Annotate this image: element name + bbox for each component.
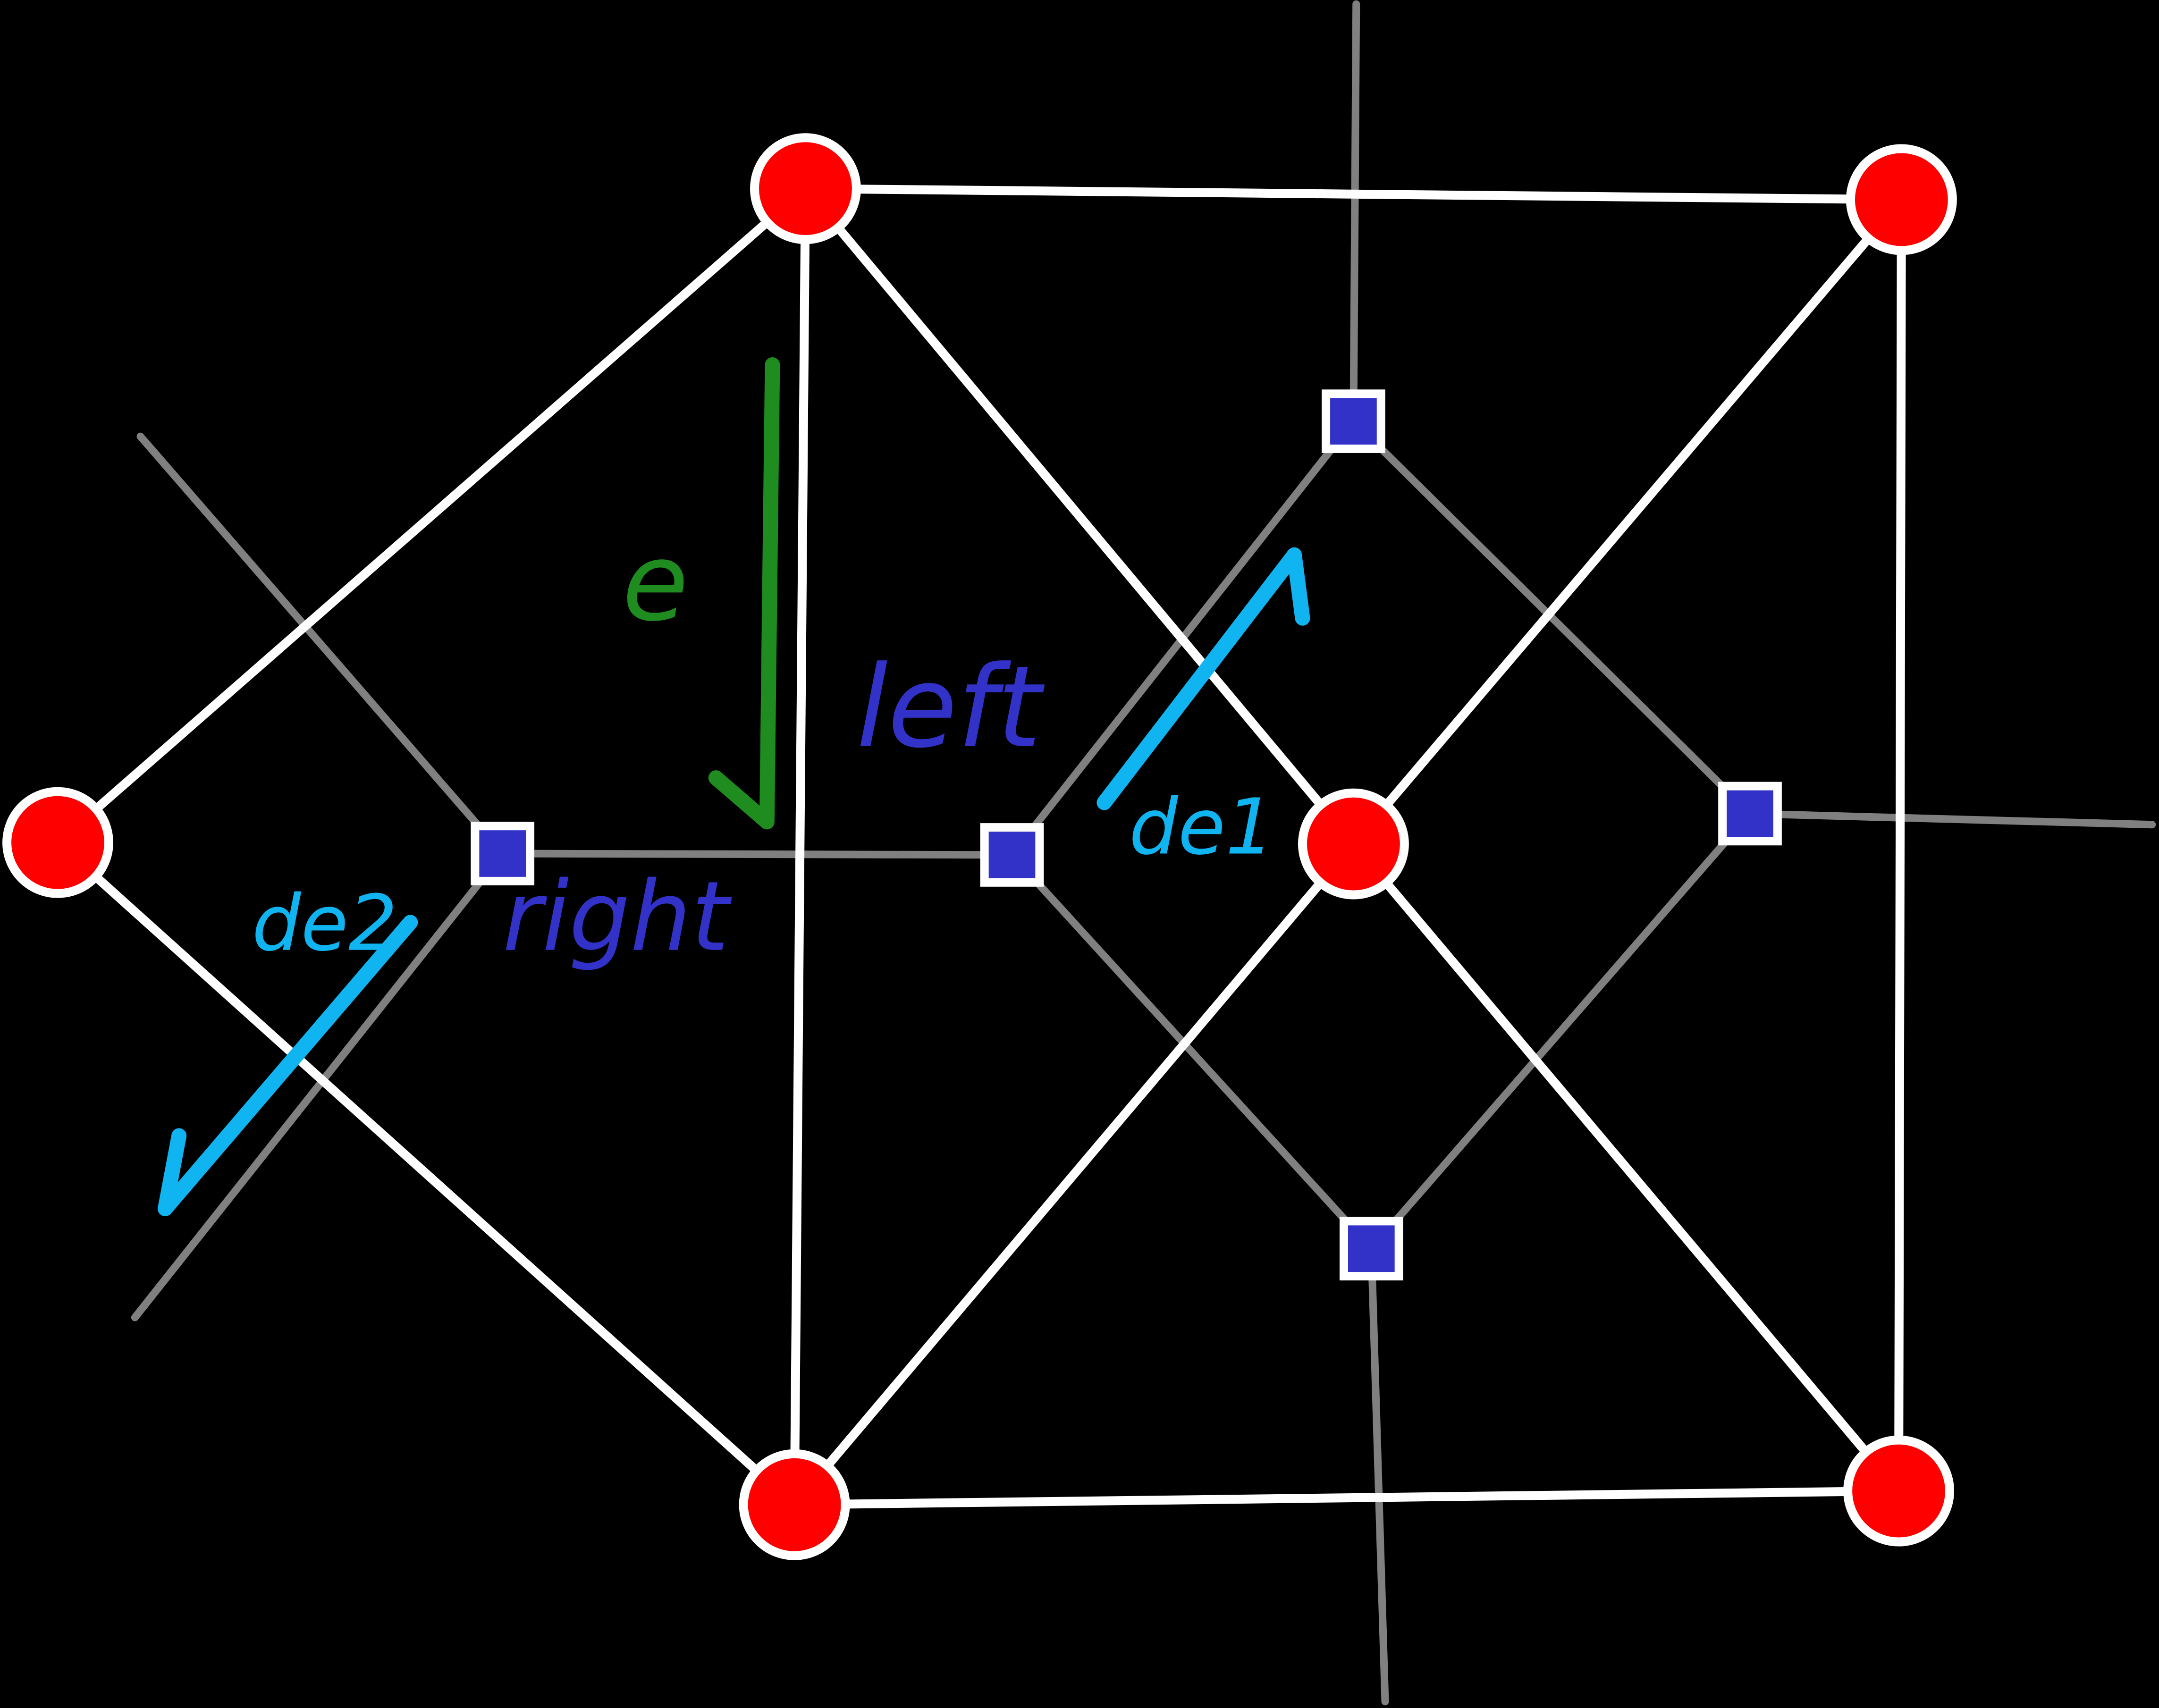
voronoi-edge (1008, 851, 1375, 1253)
label-e: e (622, 520, 688, 645)
site-icon (1298, 788, 1409, 900)
site-icon (1846, 144, 1957, 255)
triangulation-edge (801, 184, 1906, 204)
triangulation-edge (53, 838, 799, 1509)
voronoi-vertex-icon (1339, 1217, 1403, 1281)
triangulation-edge (801, 184, 1358, 849)
voronoi-edge (1367, 809, 1754, 1253)
edge-e-arrow (708, 357, 780, 830)
annotation-arrows (158, 357, 1310, 1217)
site-icon (1843, 1435, 1954, 1547)
site-icon (750, 133, 861, 244)
voronoi-edge (498, 850, 1016, 859)
voronoi-vertices (471, 389, 1782, 1281)
voronoi-edge (1367, 1245, 1389, 1706)
voronoi-edge (136, 432, 506, 858)
labels: e left right de1 de2 (252, 520, 1274, 973)
voronoi-vertex-icon (1322, 389, 1385, 453)
triangulation-edge (53, 184, 810, 847)
sites (2, 133, 1957, 1560)
label-left: left (856, 642, 1045, 773)
triangulation-edge (790, 839, 1358, 1509)
voronoi-edge (1746, 809, 2156, 829)
dual-edge-de2-arrow (158, 915, 418, 1217)
voronoi-vertex-icon (471, 822, 535, 885)
triangulation-edge (1349, 195, 1906, 849)
label-de1: de1 (1129, 782, 1274, 872)
triangulation-edge (790, 1486, 1904, 1509)
voronoi-edge (131, 850, 506, 1321)
voronoi-vertex-icon (1718, 782, 1782, 846)
triangulation-edge (790, 184, 810, 1509)
site-icon (739, 1449, 850, 1560)
triangulation-edge (1349, 839, 1904, 1496)
label-de2: de2 (252, 878, 397, 968)
voronoi-edge (1349, 0, 1360, 425)
voronoi-edges (131, 0, 2156, 1706)
site-icon (2, 787, 113, 898)
label-right: right (503, 861, 733, 973)
triangulation-edges (53, 184, 1906, 1509)
dual-edge-de1-arrow (1096, 547, 1310, 810)
triangulation-edge (1894, 195, 1906, 1496)
voronoi-vertex-icon (980, 823, 1044, 887)
